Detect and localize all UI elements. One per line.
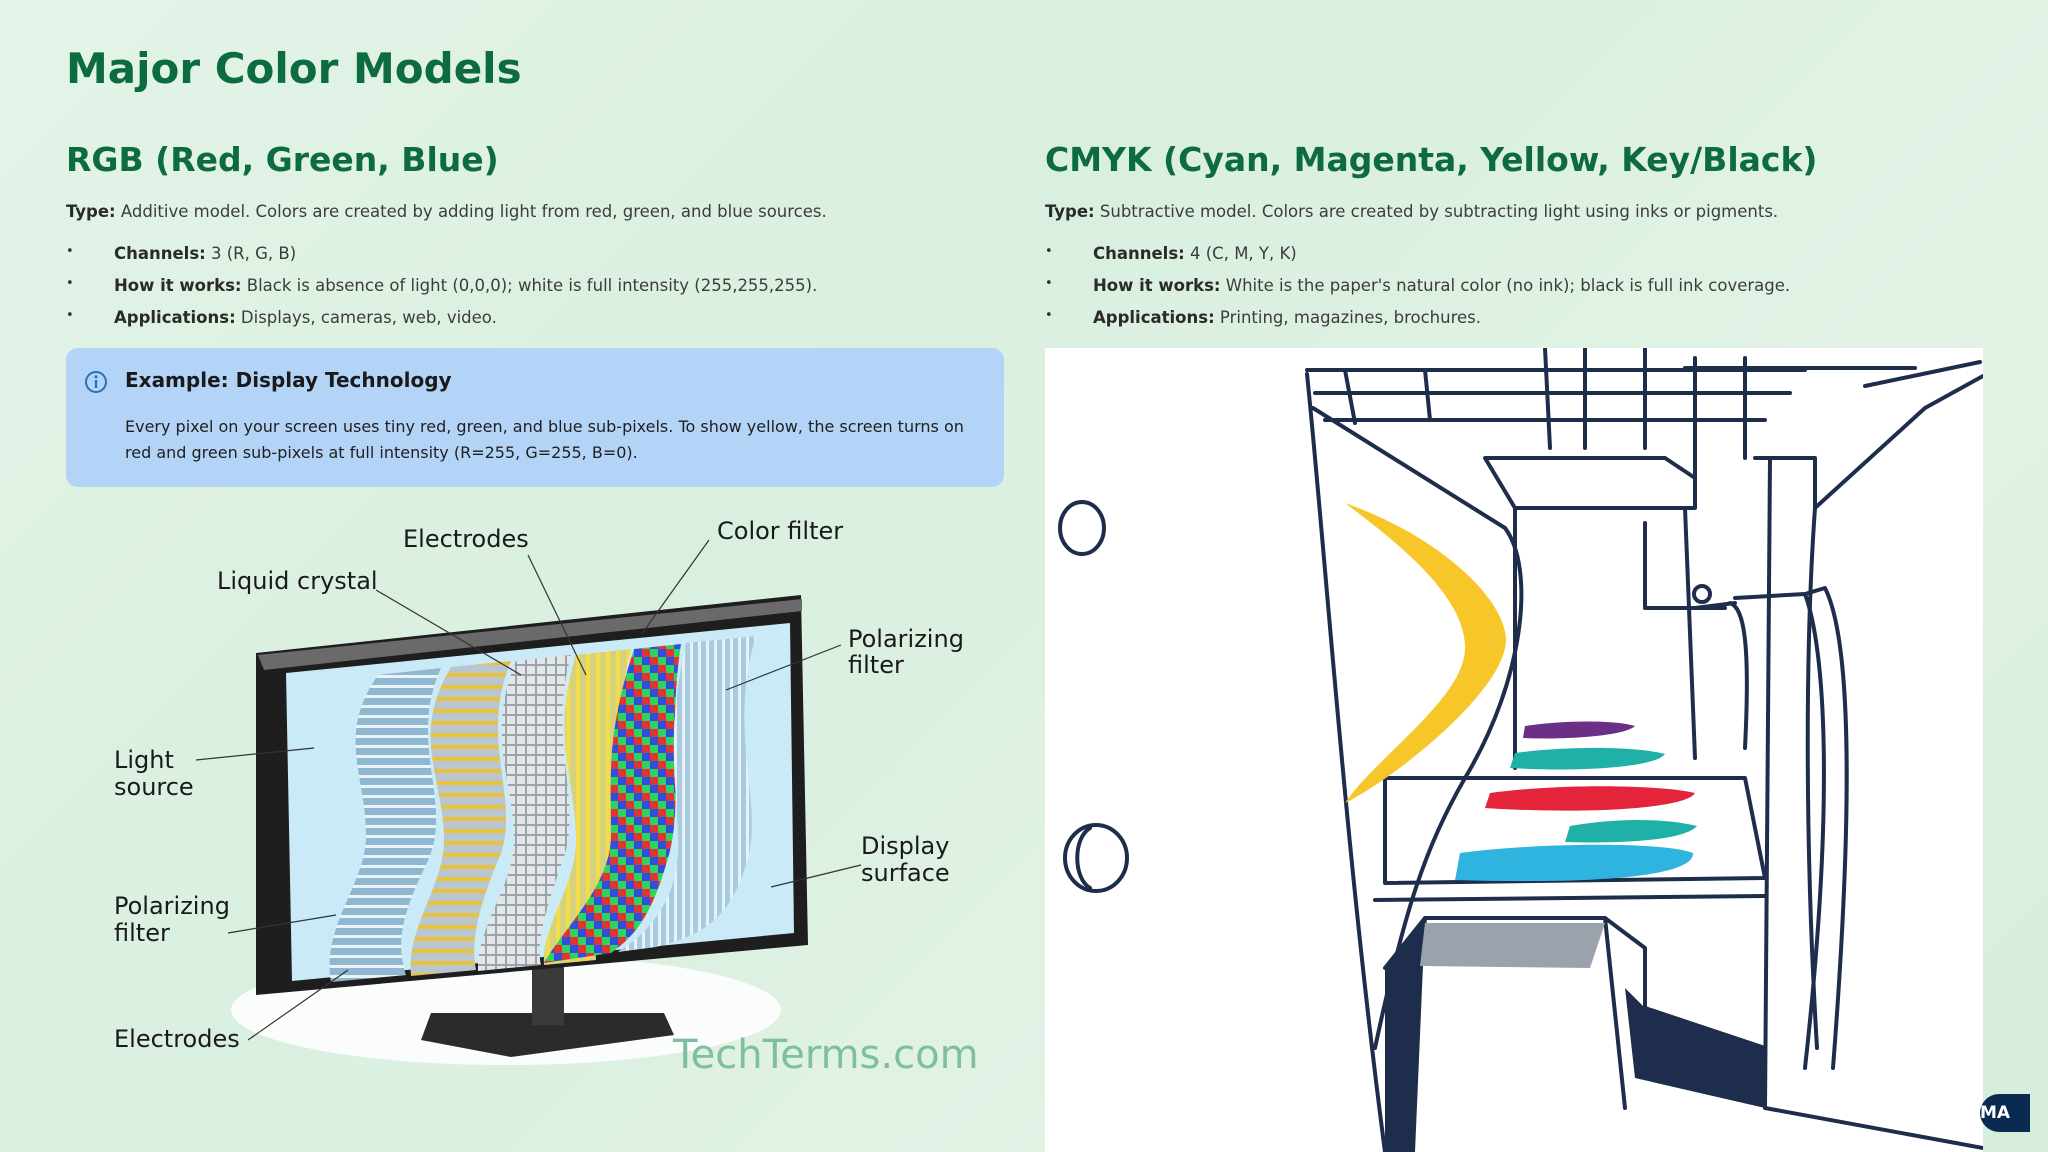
label-light-1: Light <box>114 746 174 774</box>
bullet-text: Printing, magazines, brochures. <box>1219 308 1481 327</box>
cmyk-bullet-apps: Applications: Printing, magazines, broch… <box>1045 302 1790 336</box>
rgb-type-line: Type: Additive model. Colors are created… <box>66 202 827 221</box>
rgb-heading: RGB (Red, Green, Blue) <box>66 140 499 179</box>
label-electrodes-top: Electrodes <box>403 525 529 553</box>
label-display-1: Display <box>861 832 949 860</box>
label-polarizing-left-1: Polarizing <box>114 892 230 920</box>
bullet-label: Channels: <box>1093 244 1185 263</box>
rgb-bullet-how: How it works: Black is absence of light … <box>66 270 818 304</box>
cmyk-type-label: Type: <box>1045 202 1095 221</box>
bullet-text: 4 (C, M, Y, K) <box>1190 244 1297 263</box>
label-polarizing-right-1: Polarizing <box>848 625 964 653</box>
bullet-label: Channels: <box>114 244 206 263</box>
label-polarizing-right-2: filter <box>848 651 904 679</box>
page-title: Major Color Models <box>66 44 522 93</box>
bullet-text: Black is absence of light (0,0,0); white… <box>246 276 818 295</box>
rgb-bullet-list: Channels: 3 (R, G, B) How it works: Blac… <box>66 238 818 336</box>
label-electrodes-bottom: Electrodes <box>114 1025 240 1053</box>
brand-badge-text: MA <box>1980 1103 2011 1123</box>
cmyk-bullet-channels: Channels: 4 (C, M, Y, K) <box>1045 238 1790 272</box>
cmyk-type-text: Subtractive model. Colors are created by… <box>1099 202 1779 221</box>
rgb-bullet-apps: Applications: Displays, cameras, web, vi… <box>66 302 817 336</box>
callout-text: Every pixel on your screen uses tiny red… <box>125 417 964 462</box>
printer-illustration <box>1045 348 1983 1152</box>
cmyk-bullet-list: Channels: 4 (C, M, Y, K) How it works: W… <box>1045 238 1791 336</box>
label-display-2: surface <box>861 859 950 887</box>
bullet-label: How it works: <box>114 276 242 295</box>
example-callout: Example: Display Technology Every pixel … <box>66 348 1004 487</box>
bullet-label: Applications: <box>1093 308 1215 327</box>
callout-title: Example: Display Technology <box>125 368 452 392</box>
rgb-type-label: Type: <box>66 202 116 221</box>
label-polarizing-left-2: filter <box>114 919 170 947</box>
techterms-watermark: TechTerms.com <box>672 1032 979 1078</box>
bullet-text: White is the paper's natural color (no i… <box>1225 276 1791 295</box>
label-light-2: source <box>114 773 194 801</box>
label-liquid-crystal: Liquid crystal <box>217 567 378 595</box>
rgb-bullet-channels: Channels: 3 (R, G, B) <box>66 238 817 272</box>
label-color-filter: Color filter <box>717 517 843 545</box>
cmyk-type-line: Type: Subtractive model. Colors are crea… <box>1045 202 1778 221</box>
bullet-text: 3 (R, G, B) <box>211 244 297 263</box>
lcd-diagram: Electrodes Color filter Liquid crystal P… <box>114 517 979 1078</box>
cmyk-bullet-how: How it works: White is the paper's natur… <box>1045 270 1791 304</box>
rgb-type-text: Additive model. Colors are created by ad… <box>120 202 827 221</box>
brand-badge[interactable]: MA <box>1980 1094 2030 1132</box>
bullet-label: Applications: <box>114 308 236 327</box>
bullet-label: How it works: <box>1093 276 1221 295</box>
info-icon <box>85 371 107 393</box>
bullet-text: Displays, cameras, web, video. <box>240 308 497 327</box>
cmyk-heading: CMYK (Cyan, Magenta, Yellow, Key/Black) <box>1045 140 1818 179</box>
